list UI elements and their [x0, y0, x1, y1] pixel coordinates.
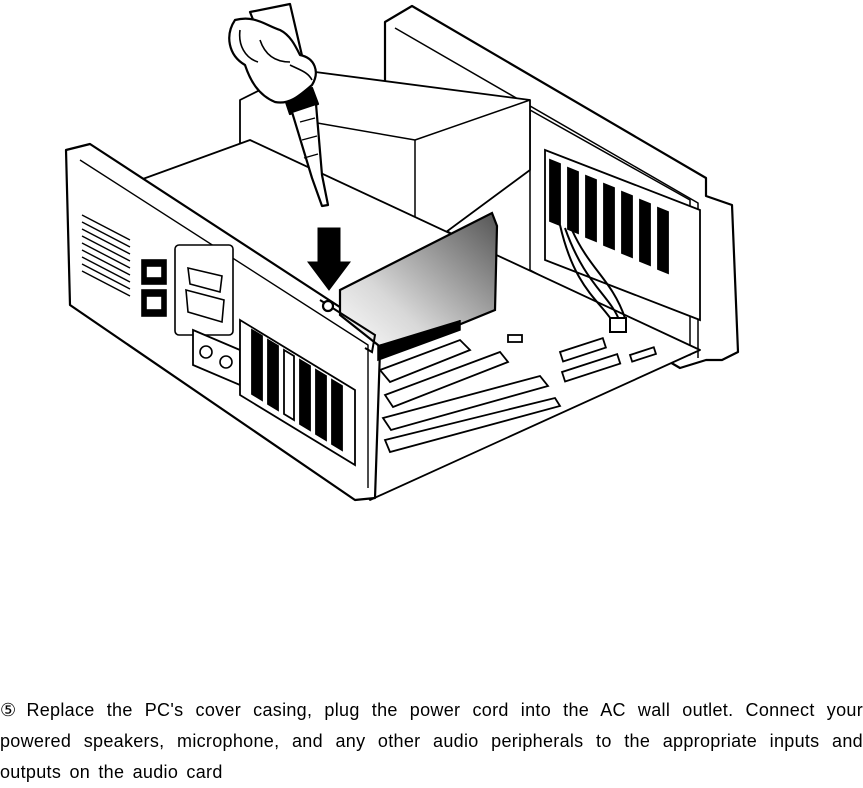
instruction-text: Replace the PC's cover casing, plug the … — [0, 700, 863, 782]
motherboard-slots — [378, 334, 658, 454]
expansion-slot-covers — [239, 318, 356, 467]
internal-cables — [559, 224, 627, 333]
front-vent — [81, 214, 131, 297]
audio-card — [319, 211, 499, 362]
down-arrow-icon — [307, 227, 351, 291]
step-number-marker: ⑤ — [0, 700, 17, 720]
pc-assembly-illustration — [64, 2, 740, 502]
io-ports — [174, 244, 241, 387]
hand-icon — [228, 17, 317, 104]
drive-bay-cards — [544, 148, 701, 322]
power-sockets — [141, 259, 167, 317]
